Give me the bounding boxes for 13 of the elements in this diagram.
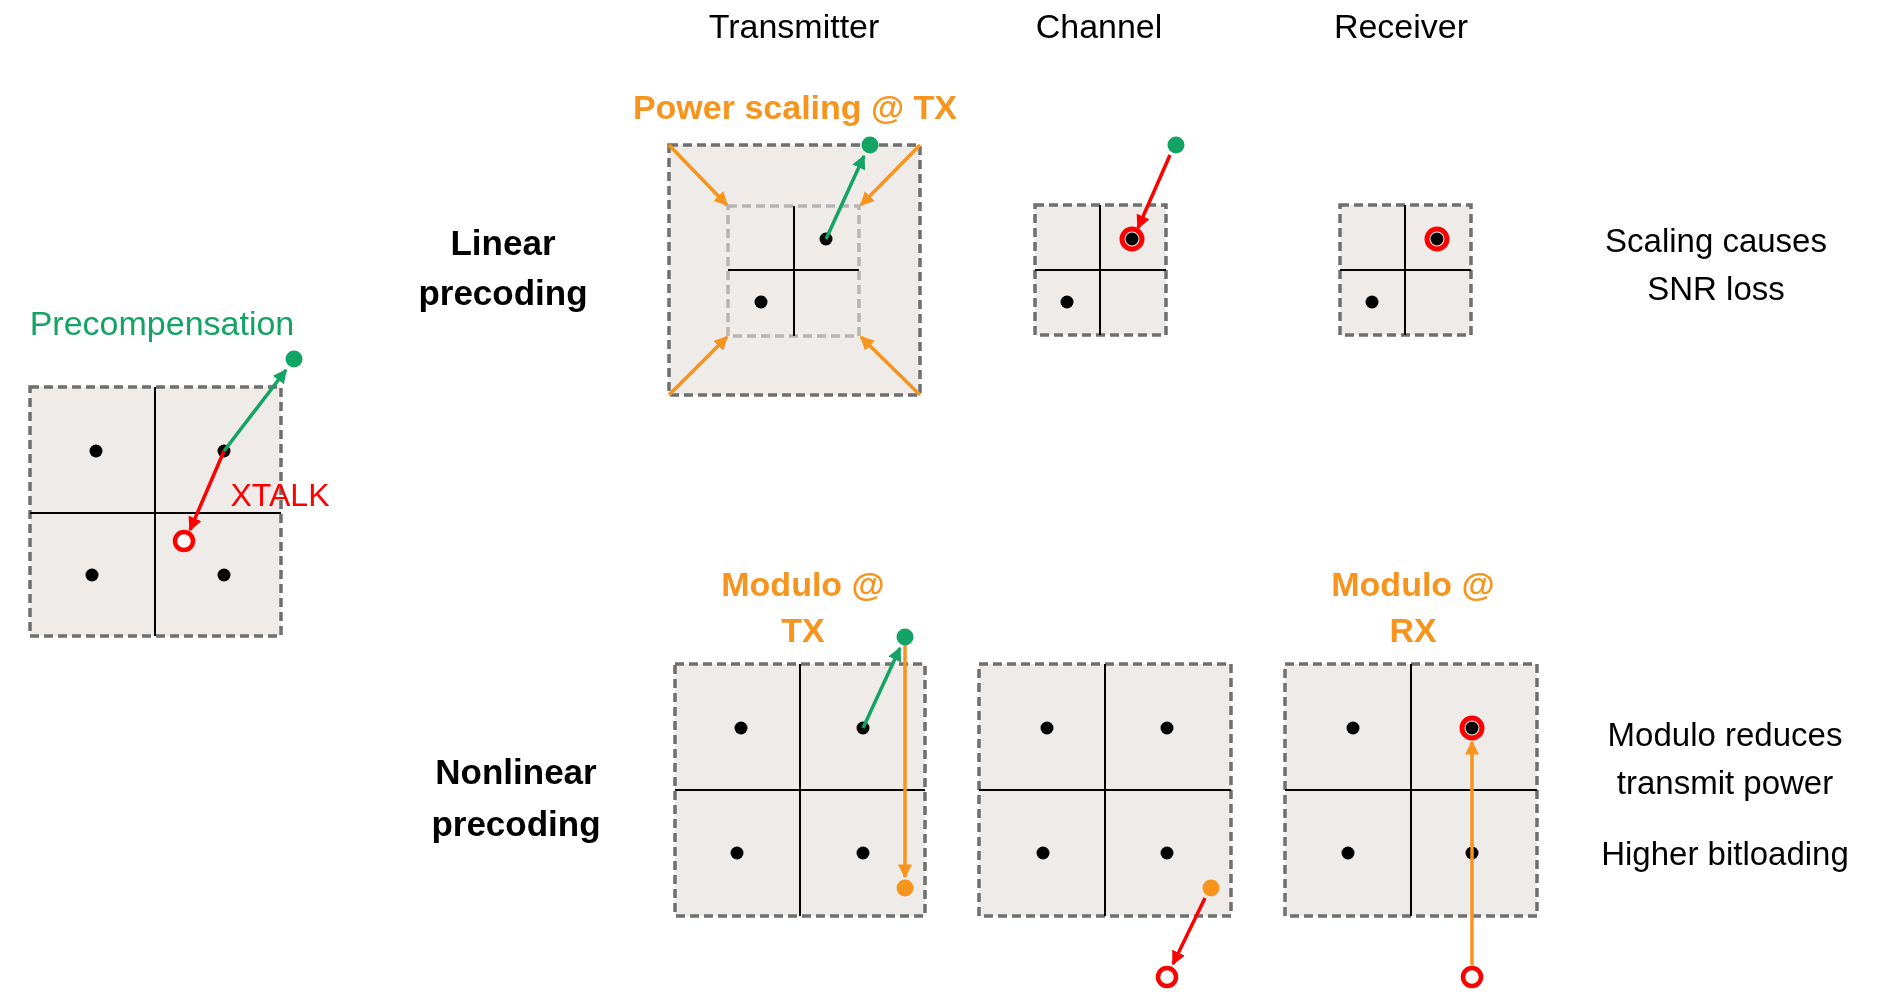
- diagram-label: Precompensation: [29, 302, 295, 344]
- diagram-label: Channel: [1035, 5, 1163, 47]
- diagram-label: Scaling causes SNR loss: [1604, 221, 1828, 309]
- diagram-label: Modulo reduces transmit power: [1606, 715, 1844, 803]
- diagram-label: XTALK: [230, 476, 330, 515]
- diagram-label: Receiver: [1333, 5, 1469, 47]
- diagram-label: Nonlinear precoding: [430, 751, 602, 845]
- diagram-label: Linear precoding: [417, 222, 589, 314]
- diagram-label: Transmitter: [708, 5, 880, 47]
- diagram-label: Higher bitloading: [1601, 834, 1849, 875]
- diagram-label: Modulo @ RX: [1330, 564, 1496, 651]
- diagram-label: Modulo @ TX: [720, 564, 886, 651]
- diagram-label: Power scaling @ TX: [632, 86, 958, 128]
